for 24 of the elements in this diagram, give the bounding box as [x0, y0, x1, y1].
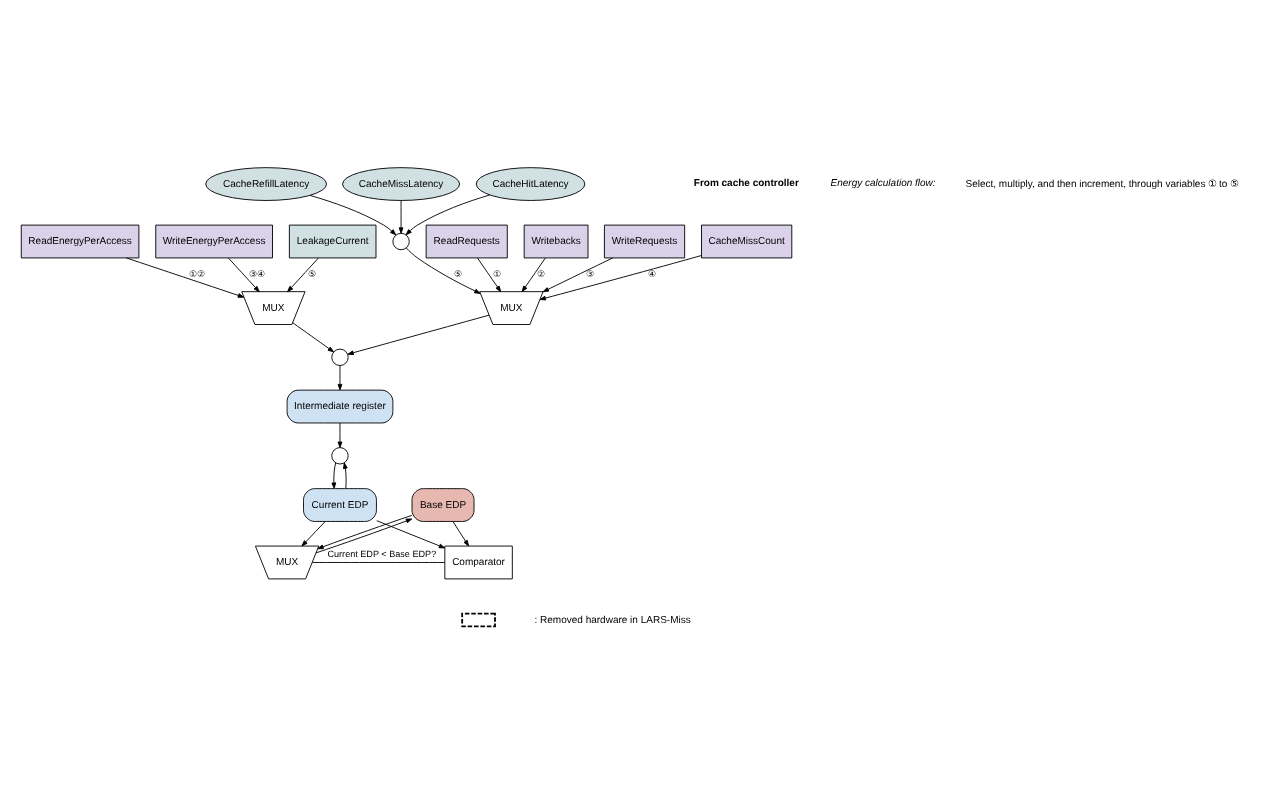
arrow	[376, 520, 446, 549]
arrow	[301, 521, 326, 547]
arrow	[309, 195, 397, 236]
arrow	[292, 322, 335, 353]
arrow	[405, 194, 491, 236]
arrow	[521, 257, 546, 293]
arrow	[337, 365, 343, 391]
arrow	[347, 314, 490, 356]
connector	[312, 562, 446, 563]
arrow	[398, 200, 404, 234]
node-circle	[331, 348, 349, 366]
arrow	[452, 521, 470, 547]
arrow	[228, 257, 260, 293]
arrow	[542, 257, 614, 293]
node-circle	[331, 447, 349, 465]
arrow	[405, 247, 481, 294]
arrow	[287, 257, 319, 293]
arrow	[125, 257, 245, 298]
arrow	[477, 257, 502, 293]
node-circle	[392, 232, 410, 251]
arrow	[331, 462, 337, 489]
arrow	[343, 462, 348, 489]
arrow	[539, 255, 702, 301]
arrow	[337, 422, 343, 448]
